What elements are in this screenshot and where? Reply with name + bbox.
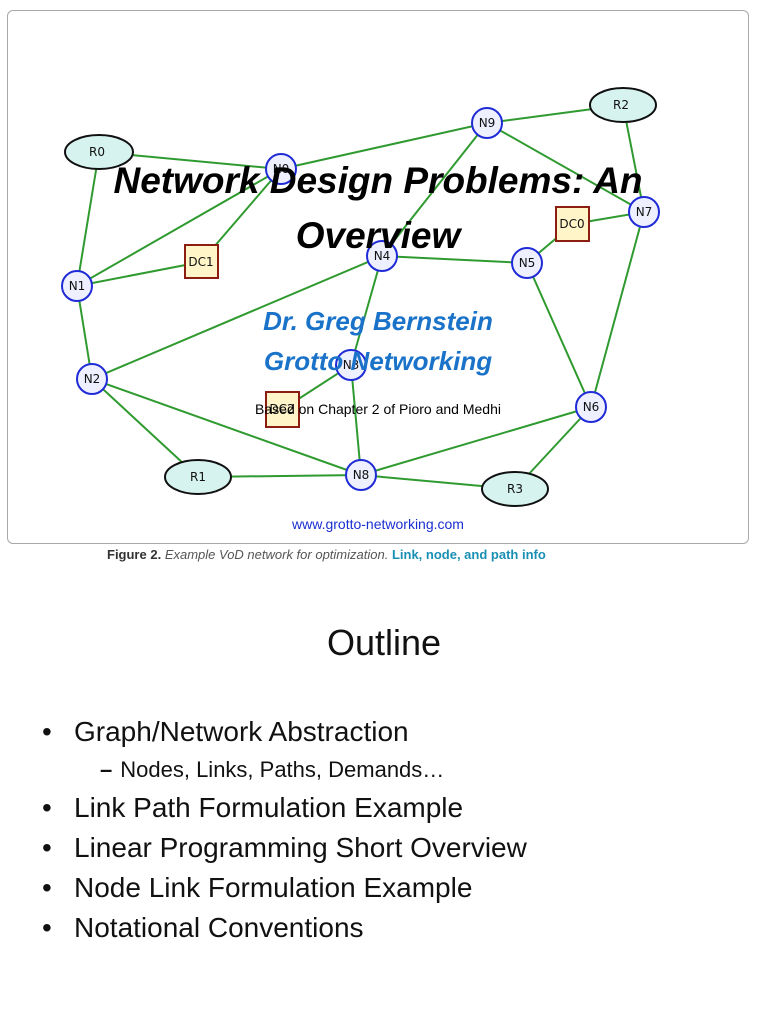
link-n4-n5 bbox=[381, 255, 528, 264]
link-n5-n6 bbox=[526, 262, 592, 408]
link-n3-n8 bbox=[350, 364, 362, 476]
bullet-icon: • bbox=[42, 912, 52, 943]
outline-title: Outline bbox=[326, 622, 442, 663]
router-r3: R3 bbox=[481, 471, 549, 507]
outline-slide: Outline •Graph/Network Abstraction –Node… bbox=[0, 600, 768, 1024]
outline-item: • Link Path Formulation Example bbox=[42, 788, 527, 828]
outline-item-text: Link Path Formulation Example bbox=[74, 792, 464, 823]
slide-title-line2: Overview bbox=[295, 215, 461, 256]
node-n0-label: N0 bbox=[273, 162, 290, 176]
outline-item-text: Node Link Formulation Example bbox=[74, 872, 473, 903]
author-name: Dr. Greg Bernstein bbox=[263, 306, 493, 336]
router-r1-label: R1 bbox=[190, 470, 206, 484]
node-n4-label: N4 bbox=[374, 249, 391, 263]
link-n0-n1 bbox=[76, 168, 282, 287]
link-n0-n9 bbox=[280, 122, 488, 170]
node-n7: N7 bbox=[628, 196, 660, 228]
figure-caption: Figure 2. Example VoD network for optimi… bbox=[107, 547, 546, 562]
link-n7-n6 bbox=[590, 211, 645, 408]
dash-icon: – bbox=[100, 757, 113, 782]
datacenter-dc0: DC0 bbox=[555, 206, 590, 242]
node-n7-label: N7 bbox=[636, 205, 653, 219]
link-n1-dc1 bbox=[76, 261, 202, 287]
link-n2-n4 bbox=[91, 255, 383, 380]
node-n6-label: N6 bbox=[583, 400, 600, 414]
figure-info-link[interactable]: Link, node, and path info bbox=[391, 547, 546, 562]
figure-description: Example VoD network for optimization. bbox=[164, 547, 389, 562]
link-n2-n8 bbox=[91, 378, 362, 476]
outline-item-text: Linear Programming Short Overview bbox=[74, 832, 527, 863]
router-r1: R1 bbox=[164, 459, 232, 495]
datacenter-dc2: DC2 bbox=[265, 391, 300, 428]
node-n1-label: N1 bbox=[69, 279, 86, 293]
outline-subitem: –Nodes, Links, Paths, Demands… bbox=[42, 752, 527, 788]
node-n2: N2 bbox=[76, 363, 108, 395]
node-n0: N0 bbox=[265, 153, 297, 185]
title-slide: R0 R2 R1 R3 DC1 DC0 DC2 N0 N9 N7 N1 N4 N… bbox=[7, 10, 749, 544]
node-n3: N3 bbox=[335, 349, 367, 381]
link-n4-n3 bbox=[350, 255, 383, 366]
link-n2-r1 bbox=[91, 378, 199, 478]
link-n9-n7 bbox=[486, 122, 645, 213]
node-n1: N1 bbox=[61, 270, 93, 302]
slide-title-line1: Network Design Problems: An bbox=[113, 160, 643, 201]
website-link[interactable]: www.grotto-networking.com bbox=[292, 516, 464, 532]
node-n5: N5 bbox=[511, 247, 543, 279]
datacenter-dc0-label: DC0 bbox=[559, 217, 584, 231]
node-n5-label: N5 bbox=[519, 256, 536, 270]
datacenter-dc1: DC1 bbox=[184, 244, 219, 279]
outline-list: • Graph/Network Abstraction –Nodes, Links… bbox=[42, 712, 527, 948]
node-n2-label: N2 bbox=[84, 372, 101, 386]
node-n6: N6 bbox=[575, 391, 607, 423]
bullet-icon: • bbox=[42, 832, 52, 863]
link-n8-n6 bbox=[360, 406, 592, 476]
based-on-text: Based on Chapter 2 of Pioro and Medhi bbox=[255, 401, 501, 417]
router-r2: R2 bbox=[589, 87, 657, 123]
figure-number: Figure 2. bbox=[107, 547, 162, 562]
outline-subitem-text: Nodes, Links, Paths, Demands… bbox=[120, 757, 445, 782]
outline-item-text: Notational Conventions bbox=[74, 912, 364, 943]
router-r0-label: R0 bbox=[89, 145, 105, 159]
outline-item: • Linear Programming Short Overview bbox=[42, 828, 527, 868]
node-n8: N8 bbox=[345, 459, 377, 491]
link-n9-n4 bbox=[381, 122, 488, 257]
node-n9: N9 bbox=[471, 107, 503, 139]
organization-name: Grotto Networking bbox=[263, 346, 493, 376]
outline-item: • Node Link Formulation Example bbox=[42, 868, 527, 908]
node-n8-label: N8 bbox=[353, 468, 370, 482]
node-n4: N4 bbox=[366, 240, 398, 272]
datacenter-dc2-label: DC2 bbox=[269, 402, 294, 416]
link-r0-n1 bbox=[76, 151, 100, 287]
bullet-icon: • bbox=[42, 716, 52, 747]
node-n3-label: N3 bbox=[343, 358, 360, 372]
datacenter-dc1-label: DC1 bbox=[188, 255, 213, 269]
router-r3-label: R3 bbox=[507, 482, 523, 496]
outline-item: • Graph/Network Abstraction bbox=[42, 712, 527, 752]
node-n9-label: N9 bbox=[479, 116, 496, 130]
router-r0: R0 bbox=[64, 134, 134, 170]
bullet-icon: • bbox=[42, 872, 52, 903]
router-r2-label: R2 bbox=[613, 98, 629, 112]
bullet-icon: • bbox=[42, 792, 52, 823]
network-diagram: R0 R2 R1 R3 DC1 DC0 DC2 N0 N9 N7 N1 N4 N… bbox=[61, 87, 660, 507]
outline-item: • Notational Conventions bbox=[42, 908, 527, 948]
outline-item-text: Graph/Network Abstraction bbox=[74, 716, 409, 747]
